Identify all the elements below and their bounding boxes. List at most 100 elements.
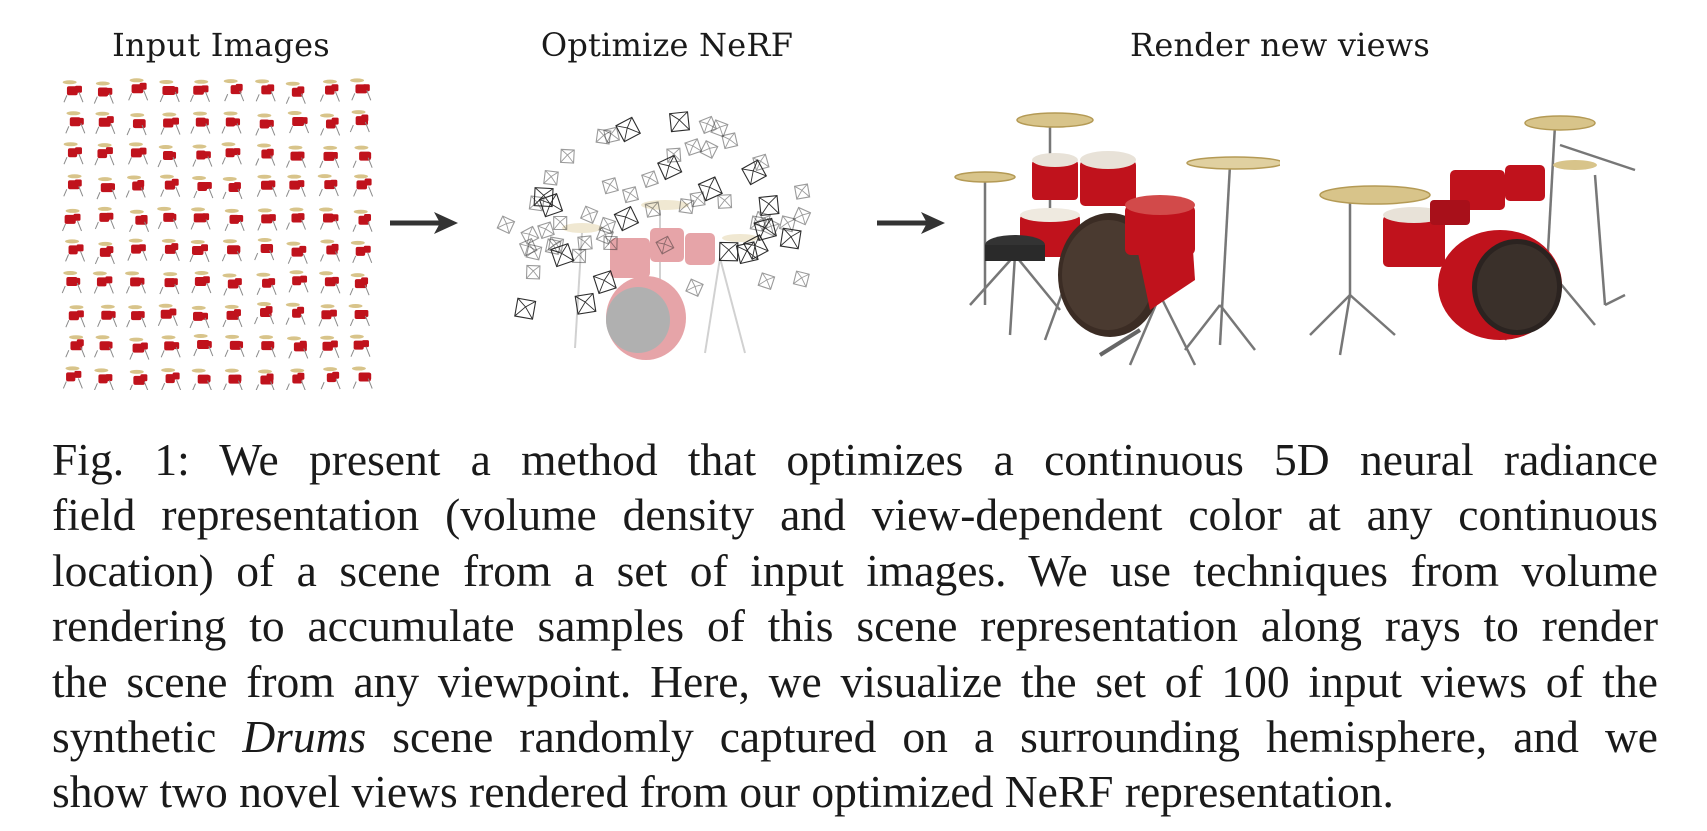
camera-frustum-icon [779, 227, 802, 250]
camera-frustum-icon [684, 138, 703, 157]
input-image-thumbnail [350, 240, 373, 264]
input-image-thumbnail [254, 302, 274, 325]
input-image-thumbnail [93, 368, 114, 390]
camera-frustum-icon [792, 270, 810, 288]
input-image-thumbnail [129, 337, 150, 360]
camera-frustum-icon [592, 270, 617, 295]
camera-frustum-icon [697, 176, 723, 202]
caption-line: the scene from any viewpoint. Here, we v… [52, 655, 1658, 707]
input-image-thumbnail [161, 368, 182, 390]
figure: Input Images Optimize NeRF Render new vi… [0, 0, 1707, 400]
camera-frustum-icon [553, 215, 568, 231]
camera-frustum-icon [718, 241, 739, 262]
input-image-thumbnail [320, 113, 341, 136]
input-image-thumbnail [126, 113, 147, 136]
camera-frustum-icon [757, 272, 776, 290]
input-image-thumbnail [221, 239, 242, 262]
camera-frustum-icon [559, 148, 575, 164]
input-image-thumbnail [285, 302, 306, 325]
input-image-thumbnail [63, 142, 84, 165]
panel-title-input-images: Input Images [112, 26, 330, 64]
input-image-thumbnail [94, 241, 115, 265]
input-image-thumbnail [352, 145, 373, 168]
camera-frustum-icon [514, 297, 537, 320]
input-image-thumbnail [223, 79, 245, 102]
input-image-thumbnail [160, 335, 181, 358]
input-image-thumbnail [285, 81, 306, 104]
right-arrow-icon [390, 212, 458, 234]
camera-frustum-icon [641, 170, 659, 189]
input-image-thumbnail [222, 176, 243, 200]
camera-frustum-icon [518, 237, 538, 257]
camera-frustum-icon [741, 159, 768, 186]
camera-frustum-icon [571, 248, 587, 264]
input-image-thumbnail [351, 366, 373, 389]
camera-frustum-icon [544, 238, 562, 255]
camera-frustum-icon [778, 215, 796, 233]
input-image-thumbnail [221, 142, 242, 165]
camera-frustum-icon [538, 193, 564, 218]
input-image-thumbnail [189, 305, 210, 329]
input-image-thumbnail [159, 79, 180, 103]
input-image-thumbnail [96, 177, 117, 200]
camera-frustum-icon [793, 183, 811, 200]
input-image-thumbnail [255, 113, 276, 136]
input-image-thumbnail [319, 79, 340, 102]
camera-frustum-icon [525, 243, 543, 261]
camera-frustum-icon [685, 278, 704, 298]
input-image-thumbnail [129, 209, 150, 232]
camera-frustum-icon [520, 225, 540, 245]
camera-frustum-icon [543, 169, 559, 186]
input-image-thumbnail [157, 206, 178, 230]
camera-frustum-icon [550, 242, 575, 268]
camera-frustums [496, 111, 812, 320]
input-image-thumbnail [319, 271, 341, 294]
camera-frustum-icon [655, 235, 675, 255]
input-image-thumbnail [255, 369, 275, 390]
caption-line: Fig. 1: We present a method that optimiz… [52, 432, 1658, 487]
camera-frustum-icon [496, 215, 516, 235]
input-image-thumbnail [286, 241, 308, 264]
scene-name: Drums [242, 711, 367, 763]
input-images-grid [61, 78, 374, 390]
camera-frustum-icon [615, 116, 642, 143]
camera-frustum-icon [537, 221, 555, 240]
input-image-thumbnail [129, 369, 149, 390]
input-image-thumbnail [318, 304, 339, 327]
input-image-thumbnail [286, 207, 306, 230]
input-image-thumbnail [65, 239, 86, 262]
input-image-thumbnail [126, 305, 147, 328]
input-image-thumbnail [62, 366, 83, 389]
input-image-thumbnail [286, 145, 306, 168]
camera-frustum-icon [749, 215, 767, 232]
input-image-thumbnail [256, 272, 277, 295]
camera-frustum-icon [603, 235, 618, 251]
camera-frustum-icon [698, 115, 717, 135]
input-image-thumbnail [223, 368, 243, 390]
input-image-thumbnail [288, 270, 309, 293]
input-image-thumbnail [222, 304, 243, 328]
camera-frustum-icon [613, 205, 640, 232]
camera-frustum-icon [689, 191, 706, 208]
input-image-thumbnail [224, 334, 245, 358]
camera-hemisphere-diagram [496, 111, 812, 360]
camera-frustum-icon [577, 235, 593, 251]
input-image-thumbnail [254, 238, 275, 261]
input-image-thumbnail [221, 111, 242, 134]
input-image-thumbnail [190, 207, 211, 230]
camera-frustum-icon [644, 201, 661, 218]
input-image-thumbnail [287, 111, 310, 134]
camera-frustum-icon [735, 241, 759, 265]
input-image-thumbnail [157, 145, 178, 168]
input-image-thumbnail [159, 238, 180, 262]
camera-frustum-icon [547, 236, 565, 253]
input-image-thumbnail [189, 239, 210, 263]
camera-frustum-icon [595, 226, 615, 245]
input-image-thumbnail [62, 208, 82, 232]
input-image-thumbnail [128, 142, 148, 165]
input-image-thumbnail [159, 174, 181, 197]
caption-line: synthetic Drums scene randomly captured … [52, 709, 1658, 764]
caption-text: We present a method that optimizes a con… [219, 434, 1658, 485]
input-image-thumbnail [319, 145, 340, 169]
caption-line: location) of a scene from a set of input… [52, 544, 1658, 596]
